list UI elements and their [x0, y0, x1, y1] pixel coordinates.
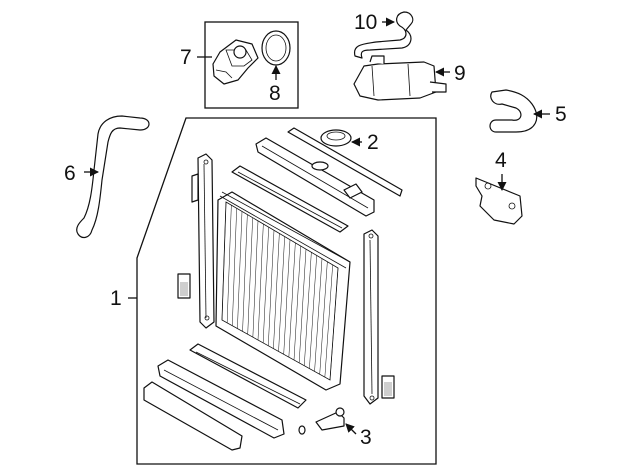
lower-seal-strip	[143, 381, 243, 451]
callout-5: 5	[555, 103, 567, 126]
core-fin-line	[247, 217, 253, 335]
callout-3: 3	[360, 426, 372, 449]
core-fin-line	[304, 252, 312, 366]
core-fin-line	[242, 214, 248, 332]
core-fin-line	[309, 255, 317, 369]
callout-2: 2	[367, 131, 379, 154]
overflow-hose-part	[353, 11, 414, 59]
callout-10: 10	[354, 11, 377, 34]
right-side-rail-part	[363, 229, 379, 405]
lower-insulator-strip	[189, 343, 307, 409]
radiator-assembly-box	[136, 117, 437, 465]
core-fin-line	[329, 267, 339, 381]
core-fin-line	[273, 233, 280, 349]
drain-cock-part	[315, 407, 345, 431]
core-fin-line	[298, 249, 307, 363]
core-fin-line	[314, 258, 323, 372]
callout-7: 7	[180, 46, 192, 69]
upper-hose-part	[489, 89, 538, 133]
core-fin-line	[257, 223, 264, 341]
thermostat-inset-box	[204, 21, 299, 109]
core-fin-line	[252, 220, 259, 338]
core-fin-line	[293, 245, 301, 361]
leader-3	[345, 423, 357, 435]
bracket-part	[475, 177, 523, 225]
water-inlet-housing-part	[212, 39, 259, 85]
core-fin-line	[283, 239, 291, 355]
core-fin-line	[262, 227, 269, 343]
core-fin-line	[324, 264, 333, 378]
callout-1: 1	[110, 287, 122, 310]
upper-tank-part	[255, 137, 375, 217]
callout-4: 4	[495, 149, 507, 172]
callout-9: 9	[454, 62, 466, 85]
radiator-cap-part	[320, 129, 352, 147]
drain-oring-part	[298, 425, 306, 435]
lower-tank-part	[157, 359, 285, 439]
callout-6: 6	[64, 162, 76, 185]
left-side-rail-part	[191, 153, 215, 329]
upper-seal-strip	[287, 127, 403, 197]
core-fin-line	[232, 208, 237, 326]
core-fin-line	[268, 230, 275, 346]
thermostat-gasket-part	[261, 30, 291, 66]
core-fin-line	[226, 205, 232, 323]
core-fin-line	[278, 236, 285, 352]
radiator-core-part	[215, 191, 351, 391]
callout-8: 8	[269, 82, 281, 105]
reservoir-tank-part	[353, 55, 447, 101]
core-fin-line	[319, 261, 328, 375]
lower-hose-part	[76, 115, 150, 239]
core-fin-line	[221, 201, 227, 321]
core-fins	[221, 201, 339, 381]
core-fin-line	[288, 242, 296, 358]
core-fin-line	[237, 211, 243, 329]
